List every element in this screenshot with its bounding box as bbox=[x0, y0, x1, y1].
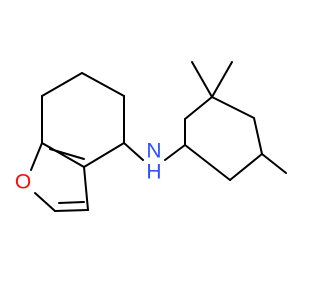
molecule-diagram: O N H bbox=[15, 61, 287, 212]
bond bbox=[54, 209, 89, 212]
bond bbox=[30, 142, 43, 171]
methyl-bond bbox=[191, 61, 213, 98]
bond bbox=[123, 142, 144, 161]
bond bbox=[41, 72, 83, 97]
bond bbox=[83, 142, 125, 168]
bond bbox=[229, 153, 263, 181]
bond bbox=[184, 144, 231, 181]
amine-linkage bbox=[123, 142, 186, 161]
nitrogen-atom-label: N H bbox=[146, 140, 161, 184]
furan-ring bbox=[30, 142, 89, 212]
double-bond-inner bbox=[49, 148, 85, 160]
bond bbox=[81, 72, 125, 97]
oxygen-atom-label: O bbox=[15, 171, 31, 194]
bond bbox=[164, 144, 186, 161]
bond bbox=[253, 117, 263, 155]
cyclohexyl-ring bbox=[184, 61, 287, 181]
tetrahydro-ring bbox=[41, 72, 125, 168]
double-bond-inner bbox=[58, 201, 85, 204]
hydrogen-letter: H bbox=[146, 161, 161, 184]
bond bbox=[211, 96, 255, 119]
nitrogen-letter: N bbox=[146, 140, 161, 163]
bond bbox=[83, 166, 89, 211]
bond bbox=[34, 192, 56, 212]
bond bbox=[184, 96, 213, 120]
methyl-bond bbox=[211, 61, 233, 98]
methyl-bond bbox=[261, 153, 287, 174]
bond bbox=[41, 142, 85, 168]
